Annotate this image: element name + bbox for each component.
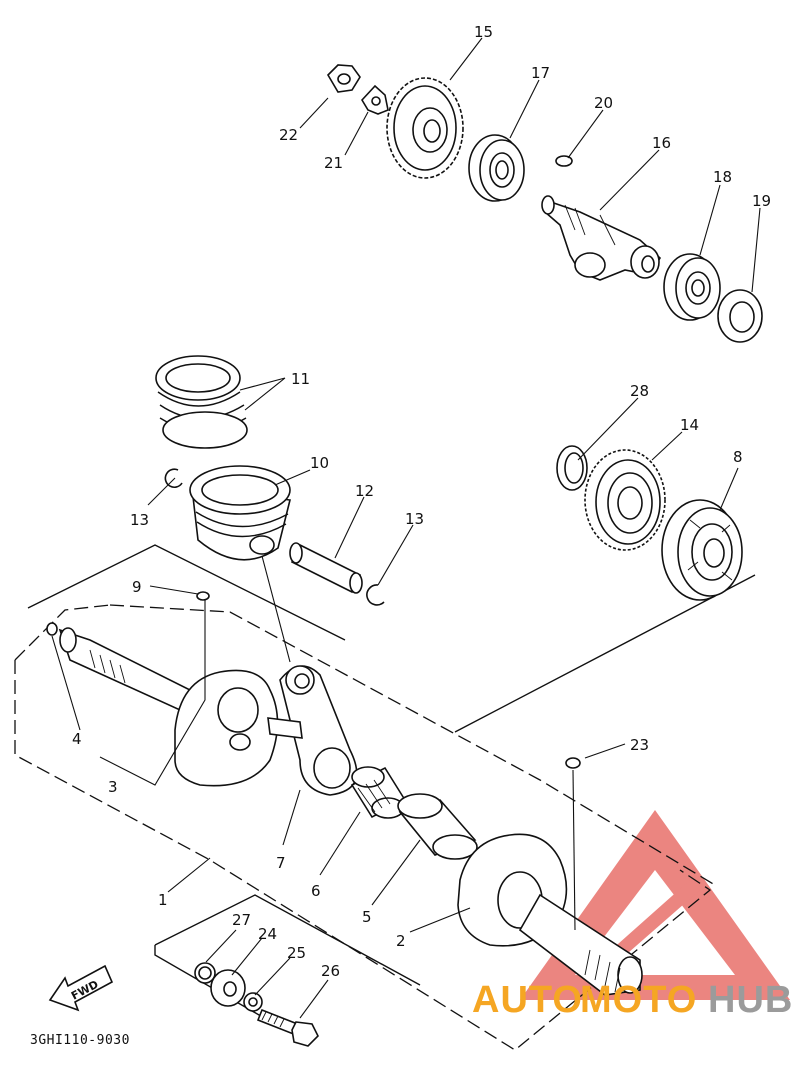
part-14-gear [584,449,666,551]
part-labels: 15 17 20 16 18 19 22 21 11 10 12 13 13 2… [30,23,771,1048]
label-19: 19 [752,192,771,210]
part-15-gear [386,77,464,179]
part-10-piston [189,465,291,561]
part-16-balancer-shaft [541,195,662,281]
label-23: 23 [630,736,649,754]
label-21: 21 [324,154,343,172]
part-25-lock-washer [243,992,263,1012]
label-10: 10 [310,454,329,472]
label-9: 9 [132,578,142,596]
watermark-hub: HUB [708,979,793,1021]
label-12: 12 [355,482,374,500]
label-25: 25 [287,944,306,962]
label-28: 28 [630,382,649,400]
diagram-code: 3GHI110-9030 [30,1033,130,1048]
part-26-bolt [256,1008,319,1047]
watermark-moto: MOTO [580,979,697,1021]
part-28-circlip [556,445,588,491]
label-15: 15 [474,23,493,41]
label-26: 26 [321,962,340,980]
label-27: 27 [232,911,251,929]
label-14: 14 [680,416,699,434]
part-12-piston-pin [289,542,363,594]
label-17: 17 [531,64,550,82]
part-19-oil-seal [717,289,763,343]
part-11-piston-rings [155,355,248,449]
label-11: 11 [291,370,310,388]
label-7: 7 [276,854,286,872]
label-8: 8 [733,448,743,466]
label-13-left: 13 [130,511,149,529]
watermark-logo: AUTO MOTO HUB [472,979,793,1021]
label-18: 18 [713,168,732,186]
label-6: 6 [311,882,321,900]
label-4: 4 [72,730,82,748]
part-8-bearing [661,499,743,601]
part-27-washer [194,962,216,984]
part-7-connecting-rod [267,665,358,796]
part-13-clip-right [366,584,385,606]
part-3-crank-left [58,627,279,787]
label-5: 5 [362,908,372,926]
label-13-right: 13 [405,510,424,528]
label-20: 20 [594,94,613,112]
label-16: 16 [652,134,671,152]
part-22-nut [326,64,361,93]
part-24-collar [210,969,246,1007]
label-1: 1 [158,891,168,909]
fwd-arrow-icon: FWD [48,964,114,1012]
label-2: 2 [396,932,406,950]
label-22: 22 [279,126,298,144]
part-17-bearing [468,134,525,202]
part-18-bearing [663,253,721,321]
part-2-crank-right [457,833,643,996]
part-9-key [196,591,210,601]
part-23-key [565,757,581,769]
assembly-dashed-outline [14,544,756,1051]
part-21-lock-washer [361,84,389,115]
label-24: 24 [258,925,277,943]
watermark-auto: AUTO [472,979,583,1021]
part-4-key [46,622,58,636]
part-20-key [555,155,573,167]
label-3: 3 [108,778,118,796]
part-6-needle-bearing [350,766,407,819]
leader-lines [51,37,761,1019]
part-5-crank-pin [397,793,478,860]
